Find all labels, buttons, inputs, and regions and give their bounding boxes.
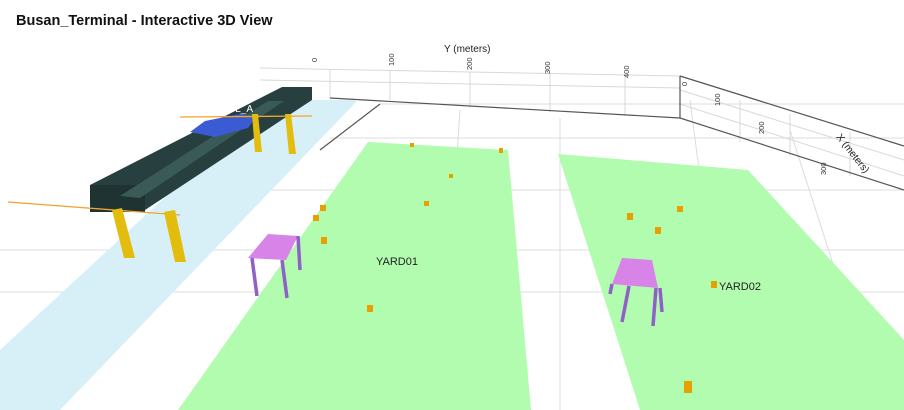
yard01-label: YARD01 xyxy=(376,256,418,268)
quay-crane[interactable]: CL_A xyxy=(7,87,313,262)
trucks xyxy=(313,143,717,393)
truck xyxy=(320,205,326,211)
y-tick-label: 100 xyxy=(387,53,396,66)
yard02-area xyxy=(558,154,904,410)
yard-crane-2[interactable] xyxy=(608,258,664,327)
yard-crane-leg xyxy=(296,235,302,271)
y-tick-label: 400 xyxy=(622,65,631,78)
back-wall-grid xyxy=(259,67,904,177)
crane-leg xyxy=(164,210,186,262)
yard02-label: YARD02 xyxy=(719,281,761,293)
yard-crane-leg xyxy=(620,285,631,323)
x-tick-label: 300 xyxy=(819,162,828,175)
truck xyxy=(627,213,633,220)
axis-box xyxy=(319,75,904,191)
chart-title: Busan_Terminal - Interactive 3D View xyxy=(16,13,273,29)
yard-crane-leg xyxy=(651,287,658,327)
crane-leg xyxy=(285,114,296,154)
x-axis-ticks: 0 100 200 300 xyxy=(680,82,828,175)
yard-crane-top xyxy=(612,258,658,288)
crane-leg xyxy=(252,114,262,152)
crane-leg xyxy=(112,208,135,258)
y-tick-label: 0 xyxy=(310,58,319,62)
y-tick-label: 300 xyxy=(543,61,552,74)
yard-crane-leg xyxy=(250,257,259,297)
yard01-area xyxy=(178,142,531,410)
truck xyxy=(499,148,503,153)
cargo-cluster xyxy=(190,114,255,137)
truck xyxy=(449,174,453,178)
truck xyxy=(684,381,692,393)
crane-label: CL_A xyxy=(228,104,253,115)
y-axis-title: Y (meters) xyxy=(444,44,491,55)
truck xyxy=(367,305,373,312)
yard-crane-1[interactable] xyxy=(248,234,302,299)
truck xyxy=(321,237,327,244)
yard-crane-top xyxy=(248,234,298,260)
truck xyxy=(655,227,661,234)
truck xyxy=(313,215,319,221)
truck xyxy=(410,143,414,147)
yard-crane-leg xyxy=(658,287,664,313)
yard-crane-leg xyxy=(280,259,289,299)
truck xyxy=(424,201,429,206)
truck xyxy=(677,206,683,212)
yard-crane-leg xyxy=(608,283,614,295)
y-tick-label: 200 xyxy=(465,57,474,70)
crane-cable-left xyxy=(7,201,181,216)
x-tick-label: 100 xyxy=(713,93,722,106)
truck xyxy=(711,281,717,288)
y-axis-ticks: 0 100 200 300 400 xyxy=(310,53,631,78)
x-tick-label: 200 xyxy=(757,121,766,134)
x-tick-label: 0 xyxy=(680,82,689,86)
